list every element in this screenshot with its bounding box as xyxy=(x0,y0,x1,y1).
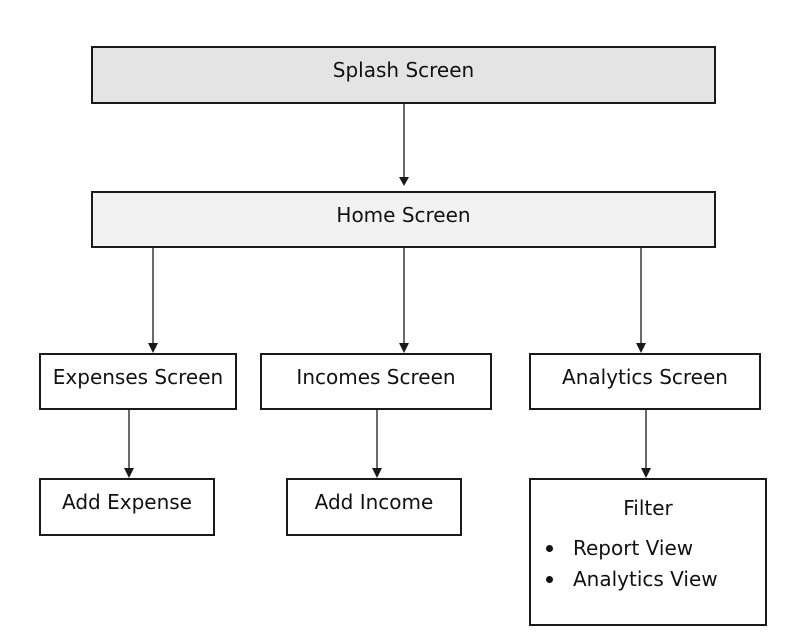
edge-home-to-analytics xyxy=(636,248,646,353)
expenses-screen-node: Expenses Screen xyxy=(39,353,237,410)
add-income-label: Add Income xyxy=(314,490,434,514)
home-screen-node: Home Screen xyxy=(91,191,716,248)
filter-node: Filter Report View Analytics View xyxy=(529,478,767,626)
edge-home-to-expenses xyxy=(148,248,158,353)
incomes-screen-node: Incomes Screen xyxy=(260,353,492,410)
filter-title: Filter xyxy=(623,496,673,520)
filter-option-label: Report View xyxy=(573,536,694,560)
analytics-screen-node: Analytics Screen xyxy=(529,353,761,410)
add-expense-label: Add Expense xyxy=(62,490,192,514)
edge-incomes-to-add-income xyxy=(372,410,382,478)
edge-expenses-to-add-expense xyxy=(124,410,134,478)
expenses-screen-label: Expenses Screen xyxy=(52,365,224,389)
filter-option-label: Analytics View xyxy=(573,567,718,591)
analytics-screen-label: Analytics Screen xyxy=(562,365,728,389)
filter-option: Report View xyxy=(531,533,765,564)
edge-splash-to-home xyxy=(399,104,409,186)
add-income-node: Add Income xyxy=(286,478,462,536)
splash-screen-label: Splash Screen xyxy=(332,58,475,82)
incomes-screen-label: Incomes Screen xyxy=(296,365,456,389)
edge-analytics-to-filter xyxy=(641,410,651,478)
edge-home-to-incomes xyxy=(399,248,409,353)
add-expense-node: Add Expense xyxy=(39,478,215,536)
home-screen-label: Home Screen xyxy=(336,203,471,227)
bullet-icon xyxy=(546,576,553,583)
filter-option: Analytics View xyxy=(531,564,765,595)
filter-options-list: Report View Analytics View xyxy=(531,533,765,595)
splash-screen-node: Splash Screen xyxy=(91,46,716,104)
bullet-icon xyxy=(546,545,553,552)
